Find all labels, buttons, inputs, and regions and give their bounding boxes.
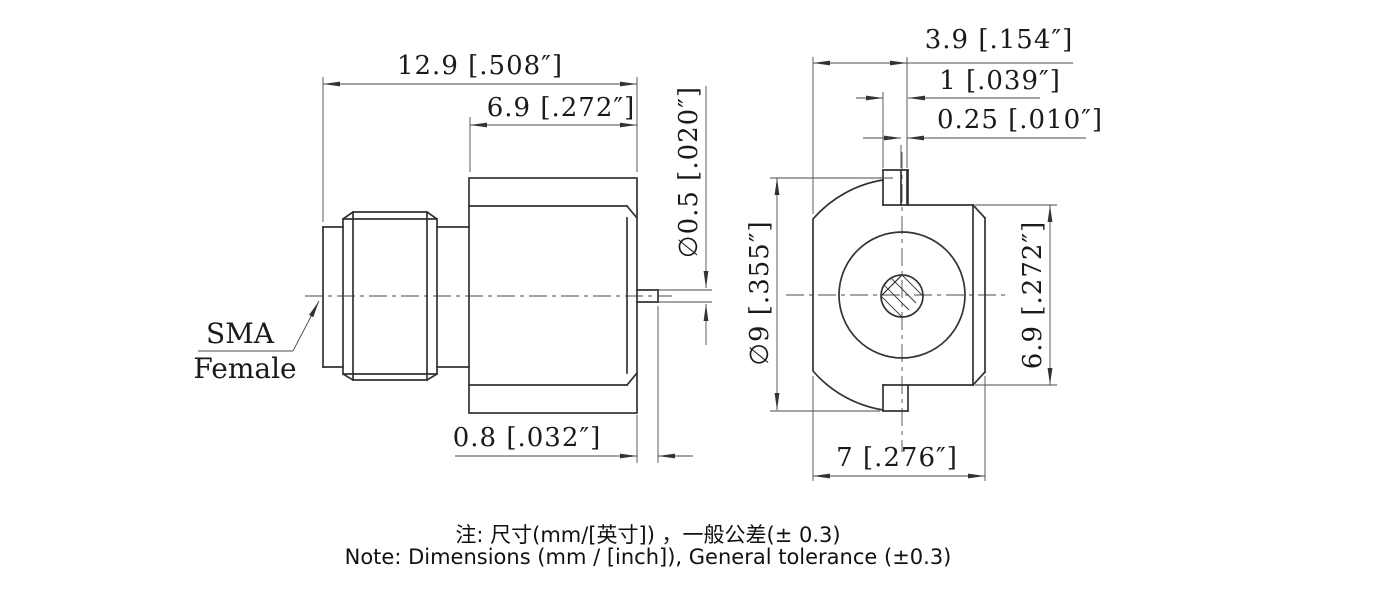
dim-body-diameter: ∅9 [.355″]: [745, 220, 775, 365]
notes: 注: 尺寸(mm/[英寸]) ，一般公差(± 0.3) Note: Dimens…: [345, 523, 952, 569]
side-interface-sleeve: [322, 226, 344, 368]
side-view: 12.9 [.508″] 6.9 [.272″] 0.8 [.032″] ∅0.…: [193, 51, 712, 463]
front-center-contact: [880, 274, 924, 318]
dim-pin-protrusion: 0.8 [.032″]: [453, 423, 602, 453]
note-chinese: 注: 尺寸(mm/[英寸]) ，一般公差(± 0.3): [455, 523, 840, 547]
sma-female-label: SMA Female: [193, 300, 320, 385]
dim-overall-width: 7 [.276″]: [836, 443, 958, 473]
dim-pin-diameter: ∅0.5 [.020″]: [674, 86, 704, 258]
side-step-ring: [436, 226, 470, 368]
dim-flat-to-slot: 3.9 [.154″]: [925, 25, 1074, 55]
side-dimension-lines: [323, 81, 709, 459]
label-female: Female: [193, 352, 296, 385]
front-view: 3.9 [.154″] 1 [.039″] 0.25 [.010″] ∅9 [.…: [745, 25, 1103, 481]
front-extension-lines: [770, 57, 1057, 481]
dim-flat-height: 6.9 [.272″]: [1018, 221, 1048, 370]
front-dimension-lines: [774, 60, 1086, 479]
side-main-body: [468, 177, 639, 414]
front-bottom-tab: [882, 384, 909, 412]
dim-body-length: 6.9 [.272″]: [487, 93, 636, 123]
front-body-profile: [812, 179, 987, 411]
label-sma: SMA: [206, 317, 275, 350]
dim-overall-length: 12.9 [.508″]: [397, 51, 563, 81]
front-insulator-circle: [838, 231, 966, 359]
side-contact-pin: [636, 289, 659, 303]
dim-slot-width: 0.25 [.010″]: [937, 105, 1103, 135]
dim-tab-width: 1 [.039″]: [939, 66, 1061, 96]
note-english: Note: Dimensions (mm / [inch]), General …: [345, 545, 952, 569]
side-extension-lines: [322, 77, 712, 463]
side-hex-nut: [342, 211, 438, 381]
front-top-tab: [882, 169, 909, 206]
